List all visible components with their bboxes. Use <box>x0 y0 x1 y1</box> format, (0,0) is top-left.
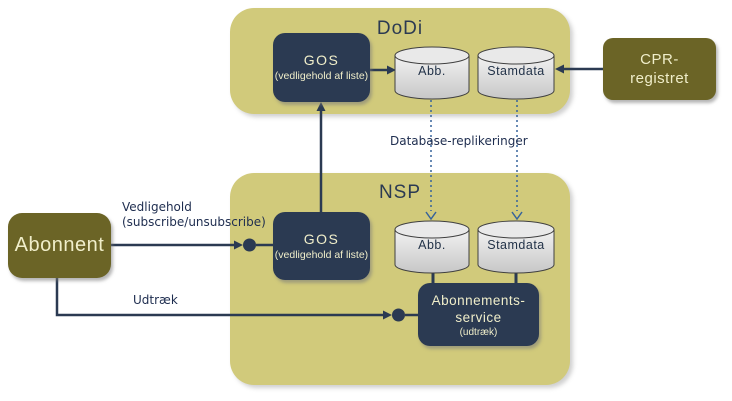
arrowhead-abonnent-to-gos <box>234 240 243 250</box>
cylinder-stamdata-dodi <box>477 55 555 100</box>
vedligehold-line2: (subscribe/unsubscribe) <box>122 215 266 229</box>
cylinder-stamdata-dodi-top <box>477 46 555 65</box>
interface-circle-vedligehold <box>243 238 256 252</box>
vedligehold-connector-label: Vedligehold (subscribe/unsubscribe) <box>122 200 266 230</box>
stamdata-dodi-label: Stamdata <box>487 64 545 78</box>
gos-dodi-title: GOS <box>303 52 340 68</box>
replication-connector-label: Database-replikeringer <box>390 134 528 148</box>
cylinder-abb-nsp-top <box>394 220 470 239</box>
arrowhead-cpr-to-stamdata <box>555 64 564 74</box>
arrow-abonnent-to-service <box>55 278 383 317</box>
abonnent-label: Abonnent <box>14 234 105 256</box>
cylinder-stamdata-nsp-top <box>477 220 555 239</box>
cpr-registret-box: CPR-registret <box>603 38 716 100</box>
cpr-registret-label: CPR-registret <box>630 51 689 87</box>
open-arrowhead-replication-stamdata <box>511 211 523 221</box>
stamdata-nsp-label: Stamdata <box>487 238 545 252</box>
cylinder-abb-dodi-top <box>394 46 470 65</box>
arrowhead-gos-dodi-to-abb <box>387 65 396 75</box>
cylinder-abb-dodi <box>394 55 470 100</box>
vedligehold-line1: Vedligehold <box>122 200 192 214</box>
nsp-title: NSP <box>378 182 422 203</box>
gos-nsp-subtitle: (vedligehold af liste) <box>274 248 369 261</box>
gos-dodi-box: GOS (vedligehold af liste) <box>273 33 370 102</box>
gos-dodi-subtitle: (vedligehold af liste) <box>274 70 369 82</box>
udtraek-connector-label: Udtræk <box>133 293 178 307</box>
abonnements-service-title: Abonnements-service <box>431 292 526 325</box>
gos-nsp-box: GOS (vedligehold af liste) <box>273 212 370 280</box>
abb-dodi-label: Abb. <box>418 64 446 78</box>
cylinder-stamdata-nsp <box>477 229 555 274</box>
cylinder-abb-nsp <box>394 229 470 274</box>
abonnements-service-subtitle: (udtræk) <box>459 326 498 338</box>
dodi-title: DoDi <box>376 18 424 39</box>
abb-nsp-label: Abb. <box>418 238 446 252</box>
arrowhead-gos-nsp-to-gos-dodi <box>316 102 326 111</box>
abonnent-box: Abonnent <box>8 213 111 278</box>
arrowhead-abonnent-to-service <box>383 310 392 320</box>
interface-circle-udtraek <box>392 308 405 322</box>
abonnements-service-box: Abonnements-service (udtræk) <box>418 283 539 346</box>
gos-nsp-title: GOS <box>303 230 340 247</box>
open-arrowhead-replication-abb <box>425 211 437 221</box>
